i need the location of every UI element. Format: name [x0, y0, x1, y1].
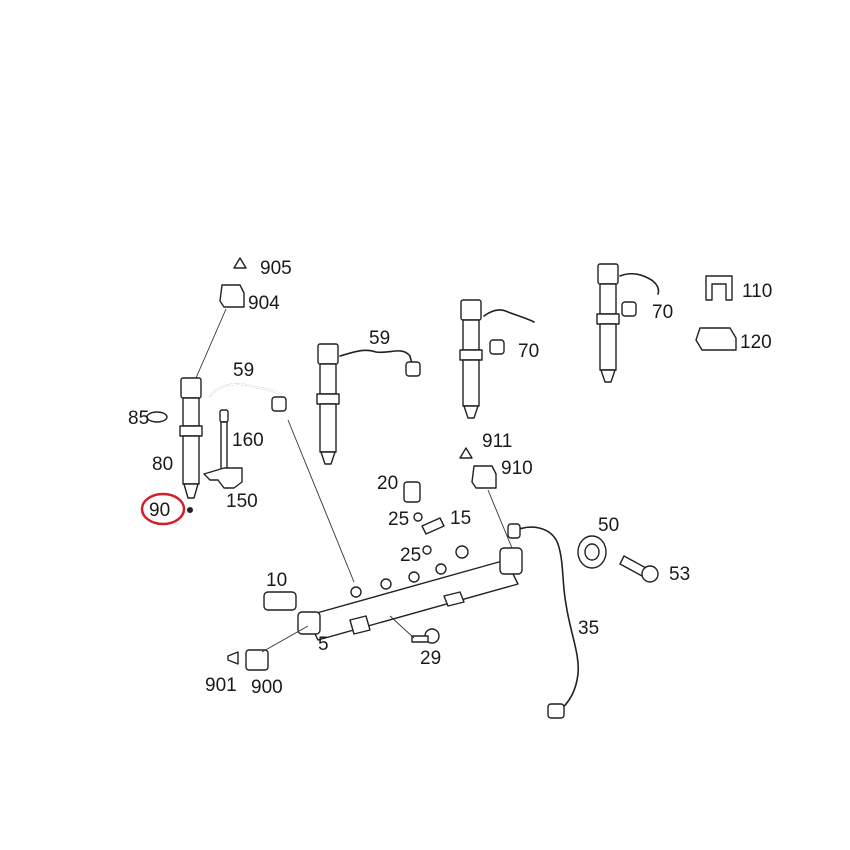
label-50: 50	[598, 515, 619, 536]
bolt-29	[389, 615, 440, 644]
label-911: 911	[482, 431, 512, 452]
injector-2	[316, 343, 421, 465]
pressure-sensor	[459, 447, 513, 549]
injector-4	[596, 263, 660, 383]
label-120: 120	[740, 332, 772, 353]
label-5: 5	[318, 634, 329, 655]
label-25-a: 25	[388, 509, 409, 530]
label-110: 110	[742, 281, 772, 302]
bracket-120	[695, 327, 737, 351]
pipe-35	[507, 523, 580, 719]
label-70-b: 70	[652, 302, 673, 323]
label-150: 150	[226, 491, 258, 512]
label-53: 53	[669, 564, 690, 585]
valve-10	[263, 591, 297, 611]
label-29: 29	[420, 648, 441, 669]
label-10: 10	[266, 570, 287, 591]
bolt-53	[619, 555, 659, 583]
fuel-rail	[287, 419, 523, 641]
label-160: 160	[232, 430, 264, 451]
label-25-b: 25	[400, 545, 421, 566]
label-35: 35	[578, 618, 599, 639]
bracket-110	[705, 275, 733, 301]
highlight-ring	[140, 492, 186, 526]
injector-1	[146, 257, 287, 513]
fittings	[403, 481, 445, 555]
label-905: 905	[260, 258, 292, 279]
injector-3	[459, 299, 535, 419]
clamp	[577, 535, 607, 569]
label-80: 80	[152, 454, 173, 475]
label-15: 15	[450, 508, 471, 529]
label-900: 900	[251, 677, 283, 698]
label-59-b: 59	[369, 328, 390, 349]
label-20: 20	[377, 473, 398, 494]
sensor-900	[227, 625, 309, 671]
label-904: 904	[248, 293, 280, 314]
label-85: 85	[128, 408, 149, 429]
label-901: 901	[205, 675, 237, 696]
label-90: 90	[149, 500, 170, 521]
label-910: 910	[501, 458, 533, 479]
label-59-a: 59	[233, 360, 254, 381]
label-70-a: 70	[518, 341, 539, 362]
